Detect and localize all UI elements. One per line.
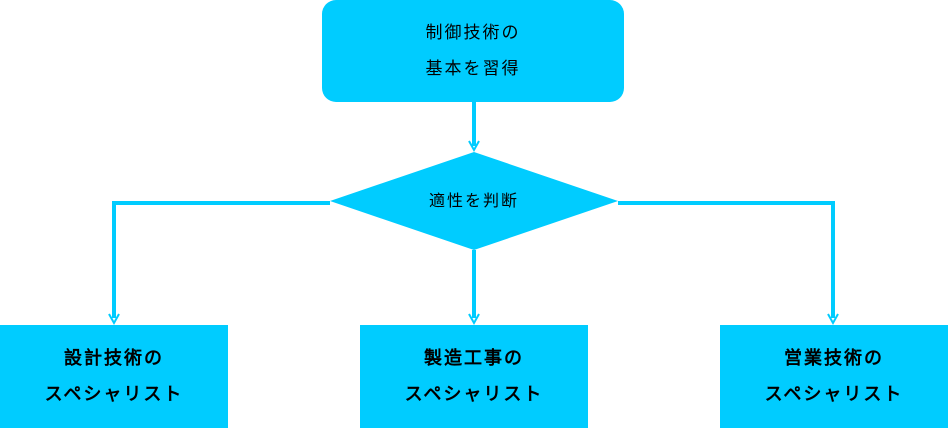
connector-decision-to-right [618,201,835,318]
connector-decision-to-left [112,201,330,318]
start-node [322,0,624,102]
result-manufacturing-line2: スペシャリスト [404,383,544,405]
result-design-line2: スペシャリスト [44,383,184,405]
result-sales-line2: スペシャリスト [764,383,904,405]
result-sales-line1: 営業技術の [784,347,884,369]
result-manufacturing-line1: 製造工事の [424,347,524,369]
arrowhead-start-to-decision [468,140,480,153]
start-node-label: 制御技術の 基本を習得 [322,0,624,102]
result-node-sales [720,325,948,428]
decision-node-label: 適性を判断 [330,152,618,250]
decision-node-text: 適性を判断 [428,191,519,210]
result-node-manufacturing [360,325,588,428]
decision-node [330,152,618,250]
arrowhead-to-right [827,313,839,326]
result-sales-label: 営業技術の スペシャリスト [720,325,948,428]
result-design-label: 設計技術の スペシャリスト [0,325,228,428]
result-node-design [0,325,228,428]
result-design-line1: 設計技術の [64,347,164,369]
start-node-line2: 基本を習得 [425,59,521,79]
arrowhead-to-center [468,313,480,326]
arrowhead-to-left [108,313,120,326]
result-manufacturing-label: 製造工事の スペシャリスト [360,325,588,428]
start-node-line1: 制御技術の [425,23,521,43]
